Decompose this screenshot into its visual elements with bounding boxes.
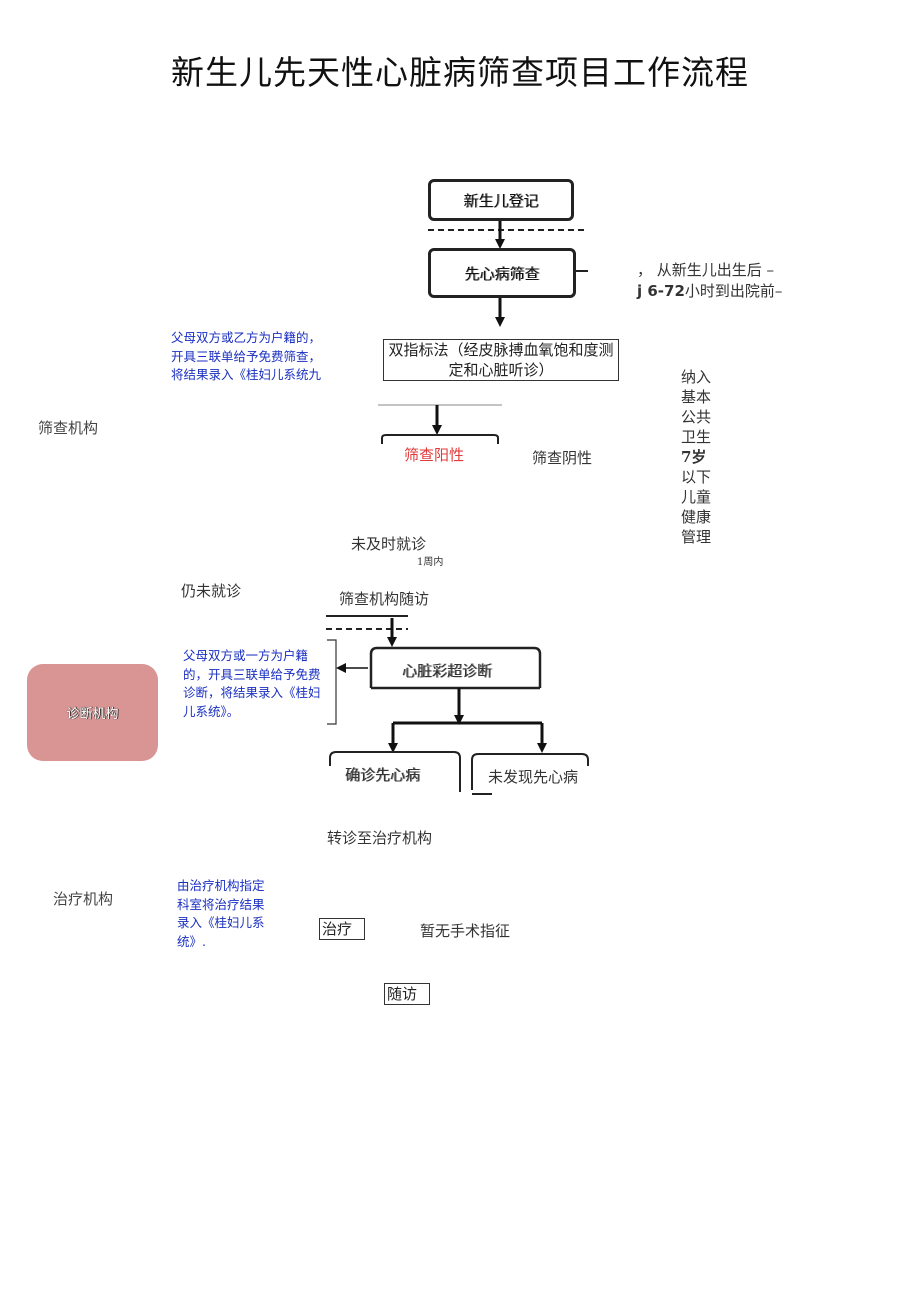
echo-diagnosis: 心脏彩超诊断 [402, 662, 493, 680]
no-surgery: 暂无手术指征 [420, 922, 511, 940]
diagnosis-section-box: 诊断机构 [27, 664, 158, 761]
screening-note: 父母双方或乙方为户籍的，开具三联单给予免费筛查，将结果录入《桂妇儿系统九 [171, 330, 322, 382]
chd-screening-label: 先心病筛查 [464, 264, 540, 283]
timing-suffix: 小时到出院前– [684, 282, 783, 300]
registration-box: 新生儿登记 [428, 179, 574, 221]
page-title: 新生儿先天性心脏病筛查项目工作流程 [171, 53, 749, 92]
right-vert-3: 卫生 [681, 428, 712, 446]
screening-positive: 筛查阳性 [404, 446, 465, 464]
treatment-label: 治疗 [322, 920, 353, 938]
double-index-box: 双指标法（经皮脉搏血氧饱和度测定和心脏听诊） [383, 339, 619, 381]
one-week: 1周内 [417, 557, 444, 568]
double-index-label: 双指标法（经皮脉搏血氧饱和度测定和心脏听诊） [388, 341, 614, 379]
right-vert-2: 公共 [681, 408, 712, 426]
registration-label: 新生儿登记 [463, 191, 539, 210]
right-vert-1: 基本 [681, 388, 712, 406]
right-vertical-text: 纳入 基本 公共 卫生 7岁 以下 儿童 健康 管理 [681, 367, 717, 547]
diagnosis-note: 父母双方或一方为户籍的，开具三联单给予免费诊断，将结果录入《桂妇儿系统》。 [183, 648, 321, 719]
confirmed-chd: 确诊先心病 [345, 766, 421, 784]
right-vert-7: 健康 [681, 508, 712, 526]
transfer-to-treatment: 转诊至治疗机构 [327, 829, 433, 847]
note-bracket [327, 639, 337, 725]
timing-hours: 6-72 [647, 282, 685, 300]
treatment-note: 由治疗机构指定科室将治疗结果录入《桂妇儿系统》. [177, 878, 265, 949]
right-vert-6: 儿童 [681, 488, 712, 506]
timing-line-2: j 6-72小时到出院前– [637, 280, 782, 301]
followup-by-screening: 筛查机构随访 [339, 590, 430, 608]
timing-line-1: ， 从新生儿出生后 – [637, 261, 775, 279]
echo-box-outline [369, 646, 542, 688]
confirmed-bracket [329, 751, 461, 792]
chd-screening-box: 先心病筛查 [428, 248, 576, 298]
followup-label: 随访 [387, 985, 418, 1003]
positive-bracket [381, 434, 499, 444]
right-vert-5: 以下 [681, 468, 712, 486]
right-vert-0: 纳入 [681, 368, 712, 386]
followup-box: 随访 [384, 983, 430, 1005]
late-visit: 未及时就诊 [351, 535, 427, 553]
section-screening: 筛查机构 [38, 419, 99, 437]
screening-negative: 筛查阴性 [532, 449, 593, 467]
still-no-visit: 仍未就诊 [181, 582, 242, 600]
not-found-bracket [471, 753, 589, 790]
treatment-box: 治疗 [319, 918, 365, 940]
right-vert-8: 管理 [681, 528, 712, 546]
right-vert-4: 7岁 [681, 448, 707, 466]
section-diagnosis: 诊断机构 [66, 707, 119, 722]
section-treatment: 治疗机构 [53, 890, 114, 908]
not-found-chd: 未发现先心病 [488, 768, 579, 786]
timing-prefix: j [637, 282, 648, 300]
